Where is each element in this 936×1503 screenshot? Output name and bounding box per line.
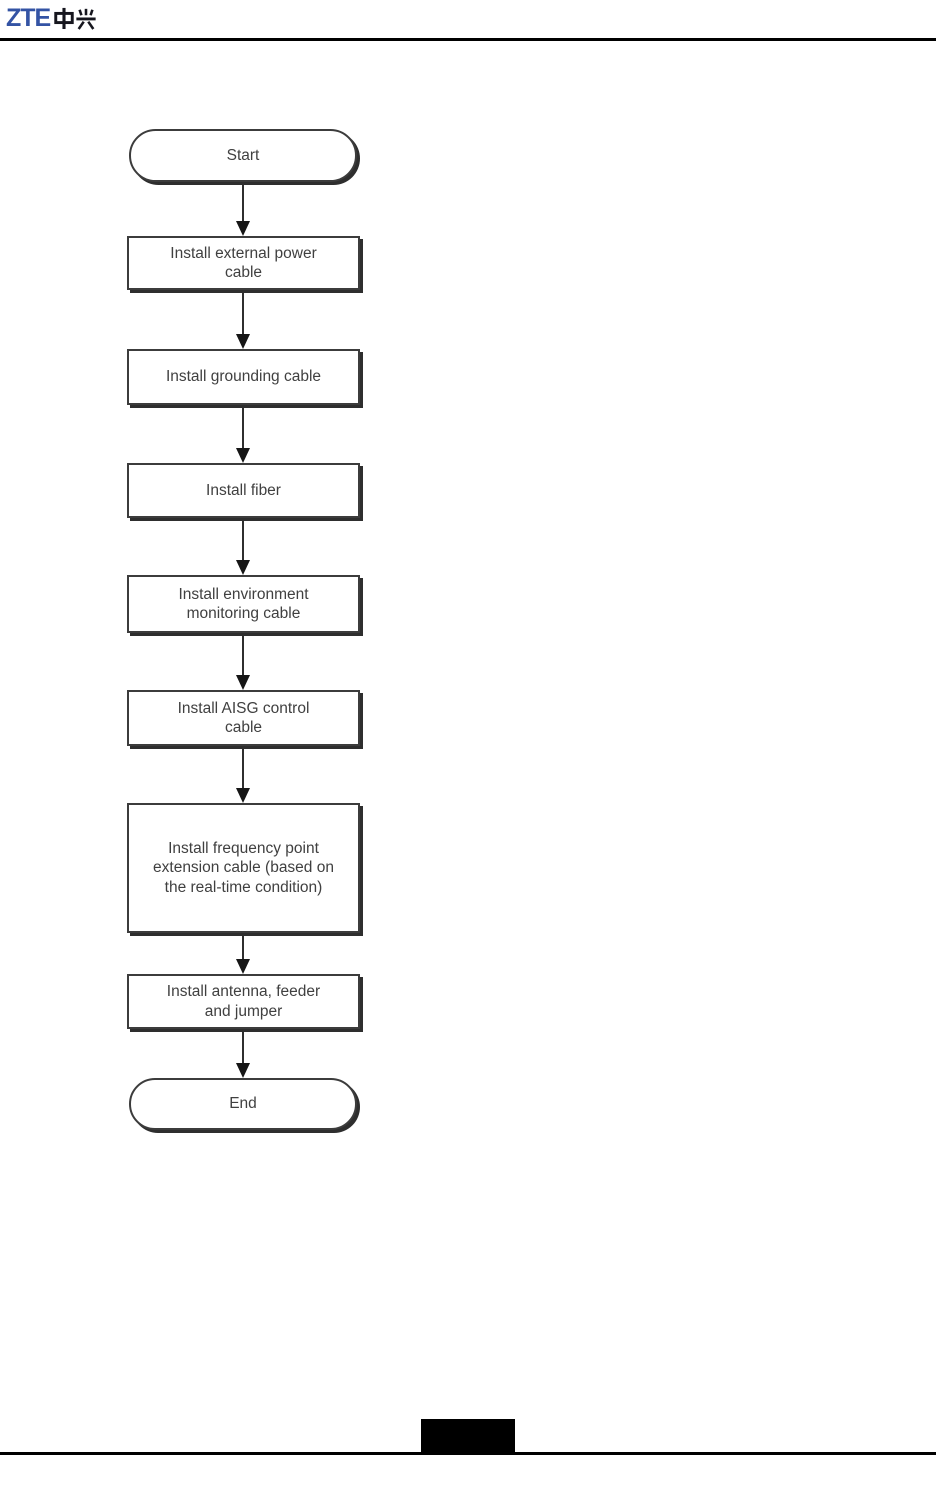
arrowhead-icon xyxy=(236,448,250,463)
hanzi-xing-icon xyxy=(76,8,96,30)
flow-node-label: Install grounding cable xyxy=(165,368,322,386)
arrow-line xyxy=(242,290,244,335)
arrowhead-icon xyxy=(236,560,250,575)
flow-node-start: Start xyxy=(129,129,357,182)
arrow-line xyxy=(242,633,244,676)
flow-arrow-down-icon xyxy=(235,746,251,803)
zte-logo-hanzi-icon xyxy=(53,6,97,30)
flow-node-install-frequency-point-extension-cable: Install frequency point extension cable … xyxy=(127,803,360,933)
flow-node-label: Install antenna, feeder and jumper xyxy=(166,983,321,1020)
arrow-line xyxy=(242,1029,244,1064)
flow-node-label: Install external power cable xyxy=(170,244,317,281)
flow-node-label: Start xyxy=(226,146,260,164)
arrowhead-icon xyxy=(236,959,250,974)
arrow-line xyxy=(242,182,244,222)
flow-node-install-fiber: Install fiber xyxy=(127,463,360,518)
flow-arrow-down-icon xyxy=(235,518,251,575)
flow-node-label: Install environment monitoring cable xyxy=(178,585,309,622)
arrow-line xyxy=(242,746,244,789)
footer-rule xyxy=(0,1452,936,1455)
arrowhead-icon xyxy=(236,788,250,803)
flow-node-install-external-power-cable: Install external power cable xyxy=(127,236,360,290)
footer-redaction-box xyxy=(421,1419,515,1452)
flow-arrow-down-icon xyxy=(235,290,251,349)
flow-arrow-down-icon xyxy=(235,933,251,974)
flow-node-install-environment-monitoring-cable: Install environment monitoring cable xyxy=(127,575,360,633)
flow-arrow-down-icon xyxy=(235,633,251,690)
flow-node-end: End xyxy=(129,1078,357,1130)
flow-arrow-down-icon xyxy=(235,1029,251,1078)
flow-node-install-aisg-control-cable: Install AISG control cable xyxy=(127,690,360,746)
flow-node-label: Install frequency point extension cable … xyxy=(153,839,334,896)
flow-node-label: Install fiber xyxy=(206,481,281,499)
arrow-line xyxy=(242,518,244,561)
header-rule xyxy=(0,38,936,41)
arrowhead-icon xyxy=(236,1063,250,1078)
arrowhead-icon xyxy=(236,221,250,236)
flow-node-install-grounding-cable: Install grounding cable xyxy=(127,349,360,405)
flow-node-label: Install AISG control cable xyxy=(177,699,310,736)
arrowhead-icon xyxy=(236,334,250,349)
arrowhead-icon xyxy=(236,675,250,690)
hanzi-zhong-icon xyxy=(54,7,74,29)
flow-node-label: End xyxy=(229,1095,257,1113)
arrow-line xyxy=(242,933,244,960)
flow-arrow-down-icon xyxy=(235,182,251,236)
zte-logo: ZTE xyxy=(6,4,97,32)
arrow-line xyxy=(242,405,244,449)
flow-arrow-down-icon xyxy=(235,405,251,463)
zte-logo-text: ZTE xyxy=(6,3,51,32)
flow-node-install-antenna-feeder-jumper: Install antenna, feeder and jumper xyxy=(127,974,360,1029)
